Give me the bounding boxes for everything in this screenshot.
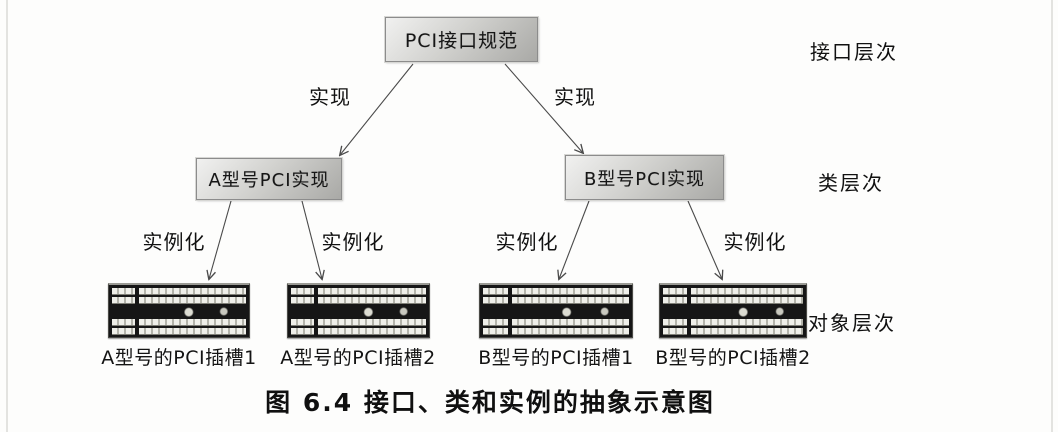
instance-label-b2: B型号的PCI插槽2 [655,347,811,369]
instantiate-label-3: 实例化 [495,230,559,254]
pci-slot-image-b2 [659,283,807,338]
interface-box-label: PCI接口规范 [404,30,519,52]
instantiate-arrow-b1 [559,200,590,279]
slot-stripe [112,297,246,304]
slot-capacitor-dots [288,305,429,318]
instance-label-b1: B型号的PCI插槽1 [478,347,634,369]
realize-label-left: 实现 [309,85,351,109]
instantiate-arrow-a1 [209,200,232,279]
pci-slot-image-a2 [287,283,430,338]
layer-label-object: 对象层次 [808,311,896,335]
slot-stripe [291,328,426,335]
slot-stripe [483,319,629,326]
realize-label-right: 实现 [554,85,596,109]
slot-stripe [663,288,803,295]
slot-capacitor-dots [109,305,249,318]
slot-stripe [663,328,803,335]
instantiate-label-2: 实例化 [321,230,385,254]
slot-stripe [663,297,803,304]
slot-capacitor-dots [480,305,632,318]
slot-stripe [291,297,426,304]
class-box-b: B型号PCI实现 [565,155,724,200]
class-box-a-label: A型号PCI实现 [208,170,330,191]
slot-stripe [291,319,426,326]
slot-stripe [483,297,629,304]
instance-label-a1: A型号的PCI插槽1 [101,347,257,369]
instantiate-arrow-b2 [687,200,722,279]
slot-stripe [112,288,246,295]
slot-stripe [291,288,426,295]
pci-slot-image-b1 [479,283,633,338]
layer-label-interface: 接口层次 [810,40,898,64]
instance-label-a2: A型号的PCI插槽2 [280,347,436,369]
figure-caption: 图 6.4 接口、类和实例的抽象示意图 [265,388,715,417]
class-box-a: A型号PCI实现 [196,158,342,200]
pci-slot-image-a1 [108,283,250,338]
page-scan-edge-right [1051,0,1053,432]
class-box-b-label: B型号PCI实现 [583,168,706,190]
slot-capacitor-dots [660,305,806,318]
slot-stripe [112,328,246,335]
interface-box: PCI接口规范 [385,17,538,62]
instantiate-label-4: 实例化 [723,230,787,254]
slot-stripe [483,328,629,335]
layer-label-class: 类层次 [818,171,884,195]
slot-stripe [663,319,803,326]
instantiate-label-1: 实例化 [142,230,206,254]
slot-stripe [483,288,629,295]
slot-stripe [112,319,246,326]
page-scan-edge-left [6,0,8,432]
